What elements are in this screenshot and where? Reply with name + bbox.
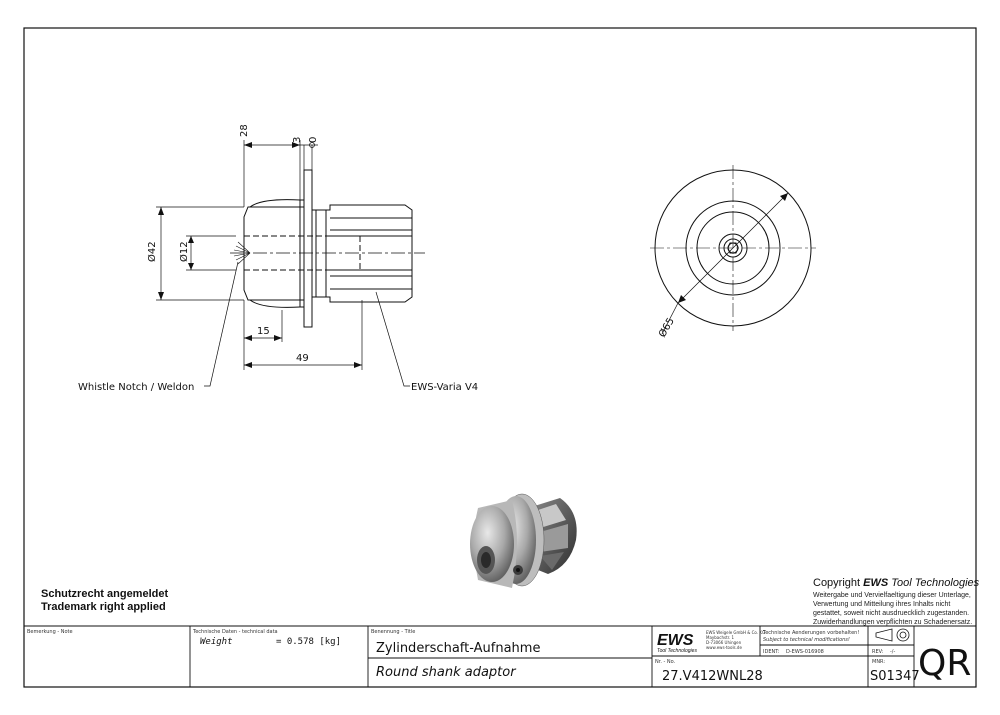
title-en: Round shank adaptor — [376, 665, 517, 680]
dim-15-label: 15 — [257, 326, 270, 337]
title-label: Benennung - Title — [371, 629, 415, 635]
rev-label: REV: — [872, 649, 884, 655]
side-view-dimensions — [156, 140, 410, 387]
projection-symbol-icon — [875, 628, 910, 642]
company-line2: Maybachstr. 1 — [706, 635, 734, 640]
callout-whistle-notch: Whistle Notch / Weldon — [78, 382, 194, 393]
weight-value: = 0.578 [kg] — [276, 637, 341, 647]
ews-logo: EWS Tool Technologies — [657, 632, 697, 654]
tech-changes-de: Technische Aenderungen vorbehalten! — [762, 630, 859, 636]
remark-label: Bemerkung - Note — [27, 629, 73, 635]
company-line1: EWS Weigele GmbH & Co. KG — [706, 630, 765, 635]
nr-label: Nr. - No. — [655, 659, 676, 665]
rev-value: -/- — [890, 649, 895, 655]
dim-3-label: 3 — [292, 137, 303, 143]
front-view — [650, 165, 816, 335]
copyright-line5: Zuwiderhandlungen verpflichten zu Schade… — [813, 619, 972, 626]
ews-logo-sub: Tool Technologies — [657, 648, 697, 654]
weight-label: Weight — [200, 637, 233, 647]
company-line4: www.ews-tools.de — [706, 645, 742, 650]
sheet-border — [23, 27, 977, 688]
copyright-prefix: Copyright — [813, 577, 863, 589]
title-block-grid — [24, 625, 976, 687]
dim-dia12-label: Ø12 — [178, 241, 190, 262]
dim-0-label: 0 — [308, 137, 319, 143]
side-view — [230, 169, 425, 328]
ews-logo-text: EWS — [657, 632, 694, 649]
qr-marker: QR — [918, 643, 971, 684]
patent-note-de: Schutzrecht angemeldet — [41, 588, 168, 600]
company-line3: D-73066 Uhingen — [706, 640, 742, 645]
ident-label: IDENT: — [763, 649, 780, 655]
title-de: Zylinderschaft-Aufnahme — [376, 641, 540, 656]
copyright-suffix: Tool Technologies — [888, 577, 979, 589]
copyright-line3: Verwertung und Mitteilung ihres Inhalts … — [813, 601, 950, 608]
copyright-line4: gestattet, soweit nicht ausdruecklich zu… — [813, 610, 969, 617]
tech-changes-en: Subject to technical modifications! — [763, 637, 850, 643]
dim-dia65-label: Ø65 — [656, 316, 677, 340]
patent-note-en: Trademark right applied — [41, 601, 166, 613]
copyright-brand: EWS — [863, 577, 889, 589]
dim-49-label: 49 — [296, 353, 309, 364]
callout-ews-varia: EWS-Varia V4 — [411, 382, 478, 393]
mnr-label: MNR: — [872, 659, 885, 665]
dim-28-label: 28 — [239, 124, 250, 137]
mnr-value: S01347 — [870, 669, 920, 684]
tech-data-label: Technische Daten - technical data — [192, 629, 278, 635]
part-number: 27.V412WNL28 — [662, 669, 763, 684]
dim-dia42-label: Ø42 — [146, 241, 158, 262]
ident-value: D-EWS-016908 — [786, 649, 824, 655]
3d-render — [470, 493, 577, 588]
copyright-line1: Copyright EWS Tool Technologies — [813, 577, 980, 589]
copyright-line2: Weitergabe und Vervielfaeltigung dieser … — [813, 592, 971, 599]
